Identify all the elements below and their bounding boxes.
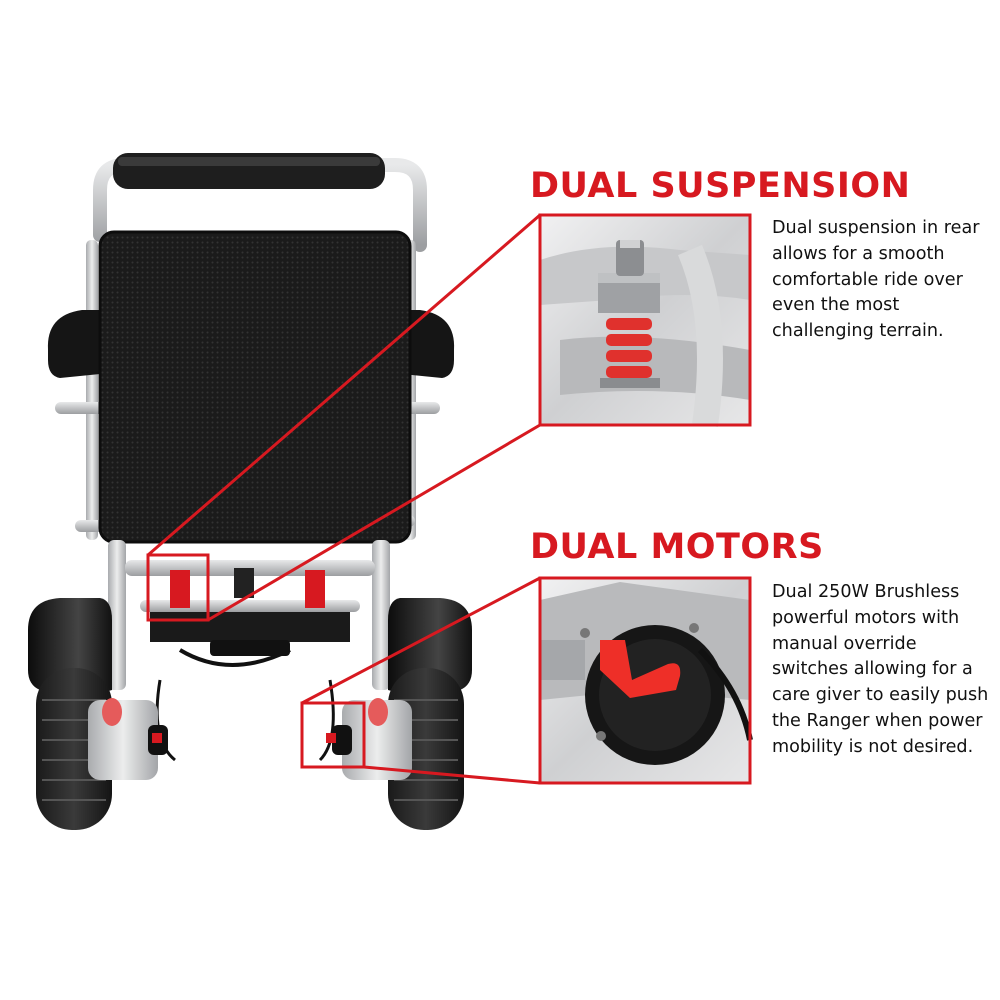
dual-suspension-description: Dual suspension in rear allows for a smo… — [772, 218, 980, 342]
dual-motors-heading: DUAL MOTORS — [530, 527, 824, 567]
suspension-closeup — [538, 213, 752, 427]
motor-closeup — [538, 576, 753, 785]
callout-lines — [146, 213, 541, 785]
wheelchair-photo — [28, 153, 472, 830]
dual-suspension-heading: DUAL SUSPENSION — [530, 166, 911, 206]
dual-motors-description: Dual 250W Brushless powerful motors with… — [772, 582, 989, 757]
